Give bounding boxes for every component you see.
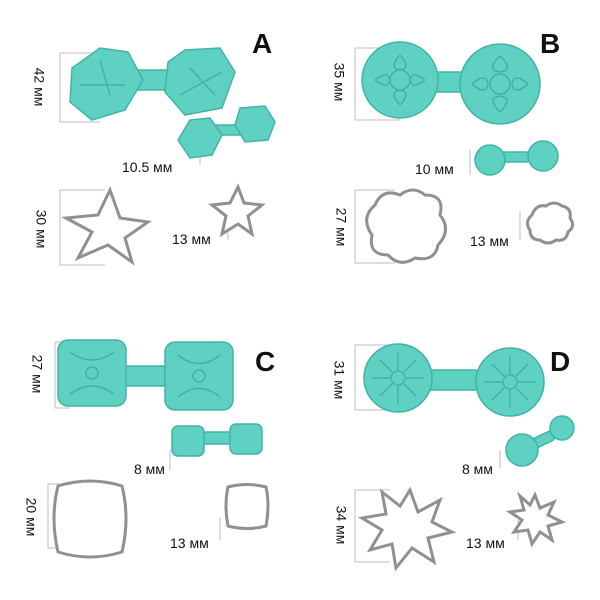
dimension-label: 10 мм bbox=[415, 161, 454, 177]
dimension-label: 31 мм bbox=[331, 360, 348, 400]
cutter-small-d bbox=[505, 491, 567, 548]
panel-letter: A bbox=[252, 28, 273, 59]
panel-d-illustration bbox=[354, 343, 575, 572]
mold-small-c bbox=[171, 423, 263, 457]
panel-d: D 31 мм 8 мм 34 мм 13 мм bbox=[300, 300, 600, 600]
mold-small-d bbox=[505, 415, 575, 467]
dimension-label: 27 мм bbox=[29, 354, 46, 394]
panel-c: C 27 мм 8 мм 20 мм 13 мм bbox=[0, 300, 300, 600]
cutter-small-b bbox=[525, 201, 575, 245]
panel-letter: C bbox=[255, 346, 276, 377]
mold-small-b bbox=[474, 140, 559, 176]
panel-a: A 42 мм 10.5 мм 30 мм 13 мм bbox=[0, 0, 300, 300]
mold-large-a bbox=[69, 47, 236, 121]
dimension-label: 20 мм bbox=[23, 497, 40, 537]
mold-large-c bbox=[57, 339, 234, 411]
dimension-label: 13 мм bbox=[172, 231, 211, 247]
dimension-label: 42 мм bbox=[31, 67, 48, 107]
panel-b-illustration bbox=[354, 41, 575, 264]
dimension-label: 13 мм bbox=[170, 535, 209, 551]
mold-small-a bbox=[177, 105, 276, 159]
panel-a-illustration bbox=[59, 47, 276, 266]
dimension-label: 34 мм bbox=[333, 505, 350, 545]
mold-large-b bbox=[361, 41, 541, 125]
panel-b: B 35 мм 10 мм 27 мм 13 мм bbox=[300, 0, 600, 300]
dimension-label: 13 мм bbox=[470, 233, 509, 249]
dimension-label: 8 мм bbox=[462, 461, 493, 477]
dimension-label: 10.5 мм bbox=[122, 159, 173, 175]
cutter-large-a bbox=[60, 186, 152, 266]
panel-letter: D bbox=[550, 346, 571, 377]
cutter-large-d bbox=[357, 486, 457, 572]
panel-c-illustration bbox=[47, 339, 270, 559]
cutter-small-a bbox=[208, 183, 266, 238]
dimension-label: 35 мм bbox=[331, 62, 348, 102]
cutter-small-c bbox=[224, 483, 270, 530]
dimension-label: 13 мм bbox=[466, 535, 505, 551]
dimension-label: 30 мм bbox=[33, 209, 50, 249]
panel-letter: B bbox=[540, 28, 561, 59]
dimension-label: 8 мм bbox=[134, 461, 165, 477]
cutter-large-c bbox=[52, 479, 128, 559]
mold-large-d bbox=[363, 343, 545, 417]
dimension-label: 27 мм bbox=[333, 207, 350, 247]
cutter-large-b bbox=[365, 188, 447, 264]
